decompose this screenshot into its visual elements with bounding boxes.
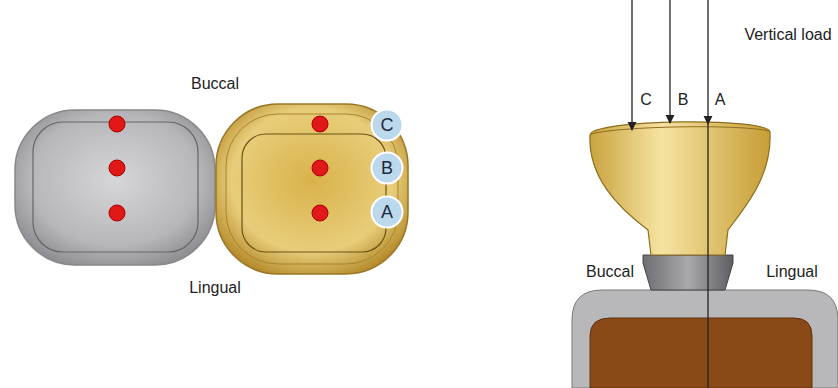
callout-letter: C — [370, 108, 404, 142]
crown-side — [590, 122, 770, 255]
load-point — [109, 116, 328, 221]
side-label: Buccal — [586, 263, 634, 281]
abutment — [643, 255, 733, 290]
callout-letter: A — [715, 91, 726, 109]
load-label: Vertical load — [744, 26, 831, 44]
callout-letter: B — [678, 91, 689, 109]
callout-circle: C — [370, 108, 404, 142]
callout-letter: A — [370, 195, 404, 229]
grey-crown — [15, 110, 215, 265]
load-arrow — [632, 0, 708, 388]
side-label: Buccal — [191, 75, 239, 93]
side-label: Lingual — [766, 263, 818, 281]
callout-circle: A — [370, 195, 404, 229]
callout-letter: B — [370, 151, 404, 185]
callout-letter: C — [640, 91, 652, 109]
side-label: Lingual — [189, 279, 241, 297]
implant-body — [590, 318, 812, 388]
gold-crown — [216, 104, 408, 274]
bone — [572, 290, 838, 388]
callout-circle: B — [370, 151, 404, 185]
